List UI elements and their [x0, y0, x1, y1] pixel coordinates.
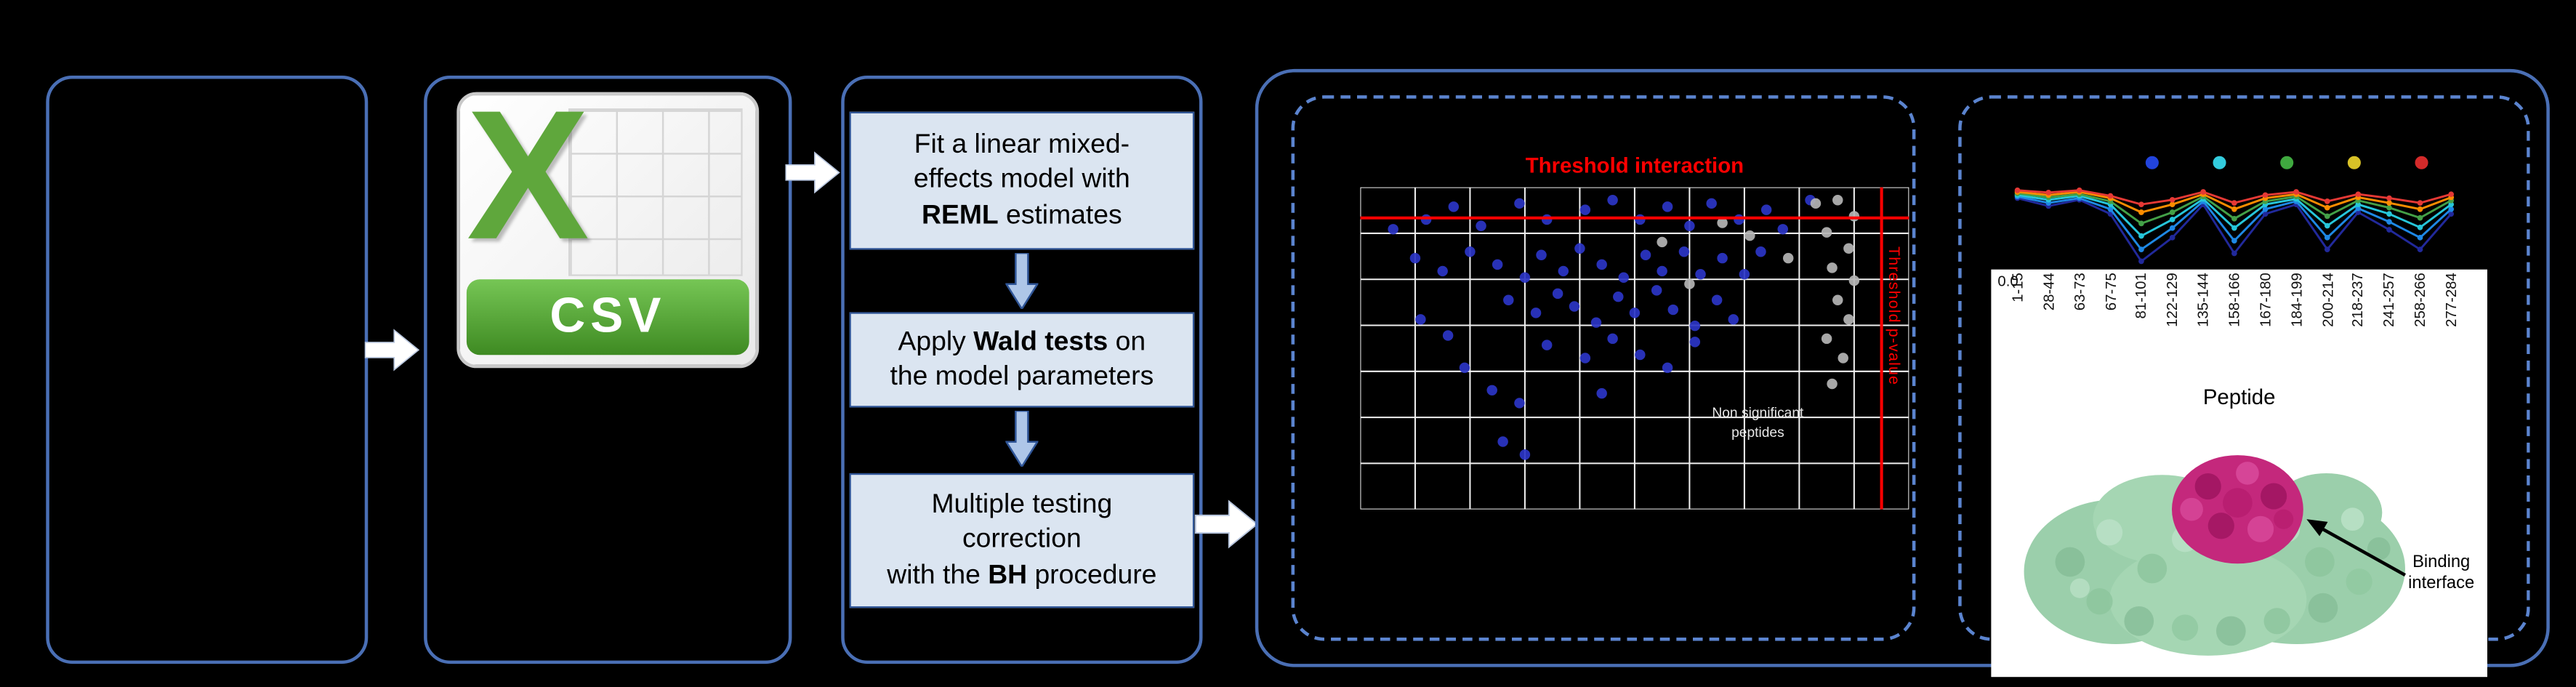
csv-file-icon: X CSV [456, 92, 760, 369]
peptide-tick-label: 158-166 [2226, 273, 2243, 327]
statistics-panel [841, 75, 1203, 664]
y-axis-tick: 0.0 [1997, 273, 2018, 289]
results-panel [1255, 68, 2550, 667]
uptake-line-chart [2014, 187, 2455, 265]
peptide-tick-label: 122-129 [2164, 273, 2181, 327]
legend-dot [2145, 156, 2159, 169]
csv-banner: CSV [466, 279, 749, 355]
step-text: REML [922, 199, 999, 230]
step-text: Fit a linear mixed- [914, 130, 1130, 160]
peptide-tick-label: 218-237 [2349, 273, 2367, 327]
scatter-threshold-title: Threshold interaction [1525, 153, 1744, 178]
peptide-tick-label: 1-15 [2009, 273, 2026, 302]
step-text: on [1108, 326, 1146, 357]
binding-interface-arrow-icon [2306, 519, 2407, 577]
scatter-subpanel [1291, 95, 1916, 641]
step-text: Wald tests [973, 326, 1108, 357]
binding-interface-label: Binding interface [2408, 552, 2475, 593]
peptide-tick-label: 28-44 [2040, 273, 2057, 311]
right-arrow-icon [364, 329, 421, 371]
step-text: Apply [898, 326, 974, 357]
legend-dot [2280, 156, 2294, 169]
step-bh-correction: Multiple testing correction with the BH pr… [849, 473, 1195, 608]
peptide-tick-label: 184-199 [2287, 273, 2305, 327]
peptide-tick-label: 241-257 [2380, 273, 2398, 327]
threshold-scatter-plot [1360, 187, 1909, 510]
step-text: with the [887, 559, 989, 590]
threshold-pvalue-label: Threshold p-value [1884, 246, 1903, 386]
step-wald-tests: Apply Wald tests on the model parameters [849, 312, 1195, 408]
peptide-tick-label: 258-266 [2412, 273, 2428, 327]
step-text: estimates [998, 199, 1122, 230]
step-text: procedure [1027, 559, 1157, 590]
step-text: the model parameters [890, 361, 1154, 391]
peptide-tick-label: 277-284 [2442, 273, 2460, 327]
peptide-axis-labels: 1-15 28-44 63-73 67-75 81-101 122-129 135-144 1… [1991, 273, 2487, 378]
design-panel [46, 75, 369, 664]
right-arrow-icon [1193, 499, 1262, 549]
csv-grid-lines [568, 108, 743, 276]
peptide-card: 0.0 1-15 28-44 63-73 67-75 81-101 122-129 135-… [1991, 269, 2487, 678]
peptide-tick-label: 63-73 [2071, 273, 2088, 311]
peptide-tick-label: 200-214 [2319, 273, 2336, 327]
step-text: Multiple testing [931, 490, 1113, 520]
step-text: effects model with [913, 165, 1130, 195]
peptide-tick-label: 67-75 [2102, 273, 2119, 311]
peptide-axis-title: Peptide [2202, 384, 2276, 409]
scatter-annotation: Non significant peptides [1712, 404, 1804, 441]
right-arrow-icon [785, 151, 841, 194]
peptide-tick-label: 167-180 [2257, 273, 2274, 327]
legend-dot [2415, 156, 2428, 169]
down-arrow-icon [1005, 252, 1039, 317]
down-arrow-icon [1005, 409, 1039, 475]
peptide-tick-label: 81-101 [2133, 273, 2150, 319]
protein-structure-image [2024, 455, 2405, 656]
excel-x-logo: X [466, 92, 589, 278]
csv-input-panel [424, 75, 792, 664]
legend-dot [2213, 156, 2226, 169]
peptide-tick-label: 135-144 [2194, 273, 2212, 327]
step-text: BH [988, 559, 1028, 590]
step-text: correction [962, 524, 1082, 555]
legend-dot [2347, 156, 2361, 169]
